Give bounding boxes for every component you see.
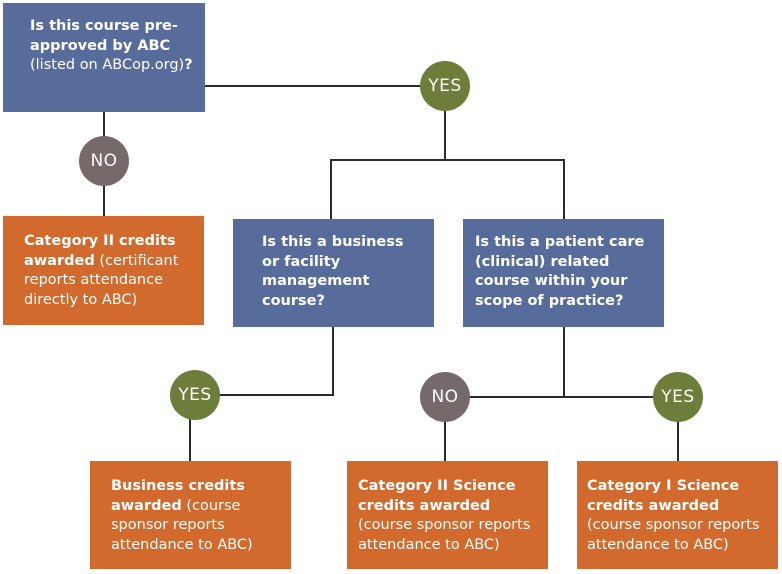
result-category-ii-credits-bold: Category II credits awarded bbox=[24, 233, 176, 269]
result-category-ii-science-bold: Category II Science credits awarded bbox=[358, 478, 516, 514]
result-business-credits-bold: Business credits awarded bbox=[111, 478, 245, 514]
question-business-text: Is this a business or facility managemen… bbox=[262, 234, 404, 309]
question-business: Is this a business or facility managemen… bbox=[233, 219, 434, 327]
connector-q1-yes bbox=[205, 85, 425, 87]
connector-q3-horizontal bbox=[455, 396, 680, 398]
result-business-credits-note: (course sponsor reports attendance to AB… bbox=[111, 497, 253, 553]
result-category-ii-science: Category II Science credits awarded (cou… bbox=[347, 461, 548, 569]
question-patient-care: Is this a patient care (clinical) relate… bbox=[463, 219, 664, 327]
connector-yes-r2 bbox=[189, 415, 191, 462]
yes-badge-q1: YES bbox=[420, 61, 470, 111]
no-badge-q3: NO bbox=[420, 372, 470, 422]
no-badge-q1: NO bbox=[79, 136, 129, 186]
result-category-ii-credits-note: (certificant reports attendance directly… bbox=[24, 252, 179, 308]
yes-badge-q3: YES bbox=[653, 372, 703, 422]
question-preapproved-note: (listed on ABCop.org) bbox=[30, 57, 185, 73]
connector-split-q2 bbox=[330, 159, 332, 221]
result-category-i-science: Category I Science credits awarded (cour… bbox=[577, 461, 778, 569]
connector-q2-yes bbox=[200, 394, 334, 396]
connector-yes-r4 bbox=[677, 418, 679, 462]
connector-split-q3 bbox=[563, 159, 565, 221]
result-category-ii-credits: Category II credits awarded (certificant… bbox=[3, 216, 204, 325]
question-preapproved-bold: Is this course pre-approved by ABC bbox=[30, 18, 178, 54]
connector-q2-down bbox=[332, 326, 334, 396]
result-business-credits: Business credits awarded (course sponsor… bbox=[90, 461, 291, 569]
question-patient-care-text: Is this a patient care (clinical) relate… bbox=[475, 234, 645, 309]
result-category-ii-science-note: (course sponsor reports attendance to AB… bbox=[358, 517, 531, 553]
result-category-i-science-note: (course sponsor reports attendance to AB… bbox=[587, 517, 760, 553]
connector-no-r3 bbox=[444, 418, 446, 462]
connector-q3-down bbox=[563, 326, 565, 398]
yes-badge-q2: YES bbox=[170, 370, 220, 420]
question-preapproved-mark: ? bbox=[184, 57, 193, 73]
connector-split-horizontal bbox=[330, 159, 565, 161]
result-category-i-science-bold: Category I Science credits awarded bbox=[587, 478, 740, 514]
connector-yes-split bbox=[444, 108, 446, 160]
question-preapproved: Is this course pre-approved by ABC (list… bbox=[3, 3, 205, 112]
